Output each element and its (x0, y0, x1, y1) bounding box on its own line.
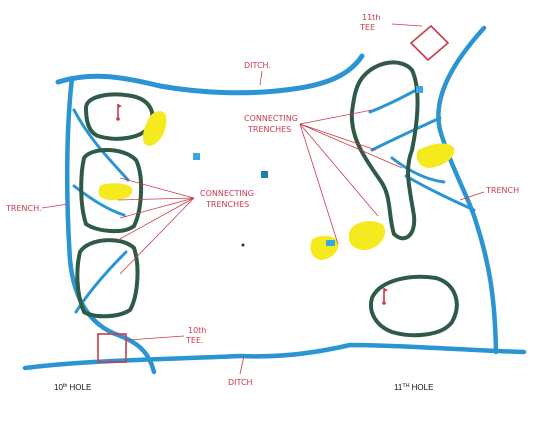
pins (116, 104, 388, 305)
bunker-10-upper (142, 111, 167, 146)
tee-box-10 (97, 333, 127, 363)
left-connecting-trench-2 (72, 184, 126, 217)
bunker-11-right (416, 143, 455, 168)
flag-10 (116, 104, 122, 121)
left-trench (64, 75, 157, 375)
marker-center-left (193, 153, 200, 160)
right-connecting-trench-1 (368, 86, 422, 114)
trench-left-label: TRENCH. (5, 204, 42, 213)
bunker-11-front-small (310, 235, 339, 260)
green-11-lower (369, 274, 459, 338)
right-connecting-trench-2 (370, 116, 442, 152)
bunker-10-middle (98, 183, 133, 200)
connecting-trenches-top-line2: TRENCHES (247, 125, 291, 134)
connecting-trenches-left-line2: TRENCHES (205, 200, 249, 209)
tees (97, 24, 450, 363)
markers (193, 86, 423, 247)
connecting-trenches-left-line1: CONNECTING (200, 189, 254, 198)
tee-10-label: TEE. (185, 336, 204, 345)
annotations: 11th TEE DITCH. CONNECTING TRENCHES CONN… (5, 13, 519, 387)
green-11-upper (349, 60, 420, 241)
green-10-middle (79, 148, 144, 233)
marker-right (416, 86, 423, 93)
bottom-ditch (22, 342, 527, 371)
tee-10-superscript: 10th (188, 326, 206, 335)
right-connecting-trench-4 (404, 174, 476, 212)
green-10-upper (83, 92, 155, 141)
connecting-trenches-top-line1: CONNECTING (244, 114, 298, 123)
left-connecting-trench-3 (74, 250, 128, 314)
marker-dot (241, 243, 245, 247)
water-features (22, 25, 527, 375)
bunker-11-front-large (348, 221, 386, 250)
marker-bunker (326, 240, 335, 246)
trench-right-label: TRENCH (485, 186, 519, 195)
tee-11-superscript: 11th (362, 13, 380, 22)
leader-lines (41, 23, 485, 375)
flag-11 (382, 288, 388, 305)
greens (75, 60, 459, 338)
tee-box-11 (409, 24, 450, 62)
ditch-top-label: DITCH. (244, 61, 271, 70)
tee-11-label: TEE (359, 23, 375, 32)
right-connecting-trench-3 (390, 156, 446, 184)
marker-center (261, 171, 268, 178)
ditch-bottom-label: DITCH (228, 378, 253, 387)
top-ditch (55, 53, 365, 96)
green-10-lower (75, 238, 140, 319)
right-trench (436, 25, 499, 355)
